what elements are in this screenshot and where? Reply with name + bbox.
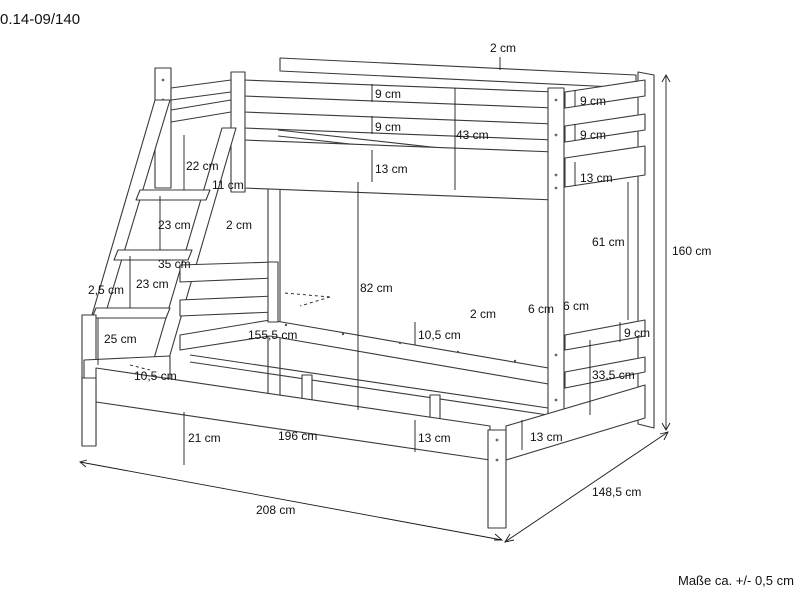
label-slat-gap-right: 61 cm [592,235,625,249]
label-lower-right-guard: 33,5 cm [592,368,635,382]
label-ladder-foot-depth: 10,5 cm [134,369,177,383]
upper-bed [230,71,646,419]
label-ladder-rail-thickness: 2 cm [226,218,252,232]
product-code: 0.14-09/140 [0,11,80,28]
label-ladder-step-depth: 11 cm [212,178,244,192]
label-inner-length: 196 cm [278,429,317,443]
label-top-rail-thickness: 2 cm [490,41,516,55]
label-top-right-frame: 13 cm [580,171,613,185]
label-top-guard-height: 43 cm [456,128,489,142]
dimension-lines [79,57,671,543]
label-ladder-step-spacing-2: 23 cm [136,277,169,291]
label-inner-width: 155,5 cm [248,328,297,342]
label-top-right-rail-1: 9 cm [580,94,606,108]
label-lower-rail-height: 10,5 cm [418,328,461,342]
label-total-width: 148,5 cm [592,485,641,499]
label-post-width-left: 6 cm [528,302,554,316]
tolerance-note: Maße ca. +/- 0,5 cm [678,573,794,588]
label-ladder-step-width: 35 cm [158,257,191,271]
label-slat-thickness: 2 cm [470,307,496,321]
lower-bed [81,261,646,529]
label-ladder-step-spacing: 23 cm [158,218,191,232]
label-lower-right-rail: 9 cm [624,326,650,340]
label-total-height: 160 cm [672,244,711,258]
label-top-left-rail-1: 9 cm [375,87,401,101]
label-post-width-right: 6 cm [563,299,589,313]
label-top-frame-height: 13 cm [375,162,408,176]
label-lower-frame-height: 13 cm [418,431,451,445]
label-floor-clearance: 21 cm [188,431,221,445]
label-clearance-height: 82 cm [360,281,393,295]
label-top-left-rail-2: 9 cm [375,120,401,134]
label-ladder-bottom-gap: 25 cm [104,332,137,346]
label-ladder-rail-width: 2,5 cm [88,283,124,297]
label-total-length: 208 cm [256,503,295,517]
label-lower-right-frame: 13 cm [530,430,563,444]
label-ladder-top-gap: 22 cm [186,159,219,173]
label-top-right-rail-2: 9 cm [580,128,606,142]
